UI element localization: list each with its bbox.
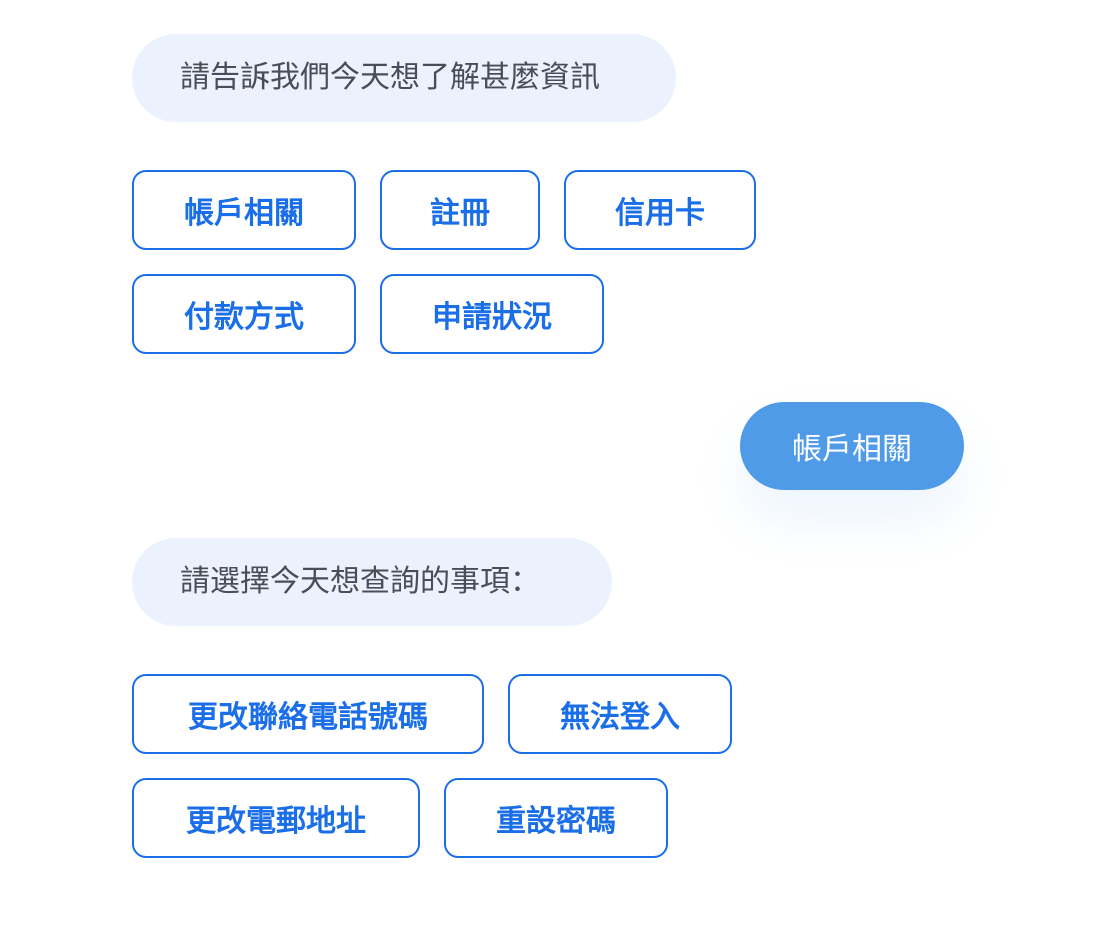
bot-message-text: 請選擇今天想查詢的事項： xyxy=(180,564,540,599)
bot-message-topic-prompt: 請告訴我們今天想了解甚麼資訊 xyxy=(132,34,676,122)
quick-reply-register[interactable]: 註冊 xyxy=(380,170,540,250)
quick-reply-change-email[interactable]: 更改電郵地址 xyxy=(132,778,420,858)
user-message-selected-topic: 帳戶相關 xyxy=(740,402,964,490)
quick-reply-reset-password[interactable]: 重設密碼 xyxy=(444,778,668,858)
quick-reply-cannot-login[interactable]: 無法登入 xyxy=(508,674,732,754)
quick-reply-change-phone[interactable]: 更改聯絡電話號碼 xyxy=(132,674,484,754)
quick-reply-application-status[interactable]: 申請狀況 xyxy=(380,274,604,354)
quick-reply-account[interactable]: 帳戶相關 xyxy=(132,170,356,250)
bot-message-text: 請告訴我們今天想了解甚麼資訊 xyxy=(180,60,600,95)
quick-reply-payment-method[interactable]: 付款方式 xyxy=(132,274,356,354)
user-message-text: 帳戶相關 xyxy=(792,432,912,467)
bot-message-inquiry-prompt: 請選擇今天想查詢的事項： xyxy=(132,538,612,626)
quick-reply-credit-card[interactable]: 信用卡 xyxy=(564,170,756,250)
